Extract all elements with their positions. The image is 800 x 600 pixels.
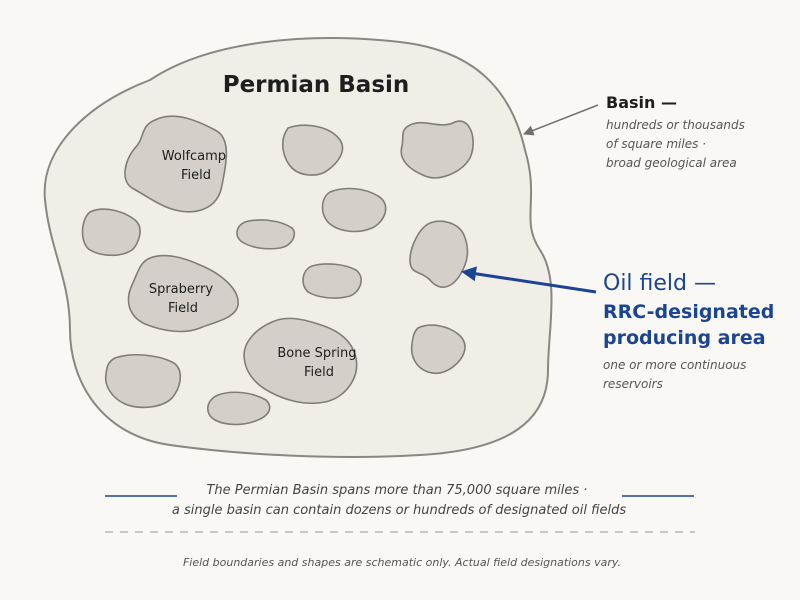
field-blob-9 bbox=[410, 324, 466, 375]
field-blob-8 bbox=[302, 263, 362, 299]
field-label-spraberry: Spraberry Field bbox=[149, 282, 217, 316]
caption: The Permian Basin spans more than 75,000… bbox=[172, 483, 626, 518]
field-label-bone-spring: Bone Spring Field bbox=[277, 346, 360, 380]
field-blob-spraberry bbox=[127, 254, 239, 333]
field-blobs bbox=[81, 115, 474, 426]
field-blob-7 bbox=[409, 220, 469, 288]
field-blob-wolfcamp bbox=[124, 115, 228, 213]
oil-field-annotation-text: one or more continuous reservoirs bbox=[603, 358, 750, 391]
field-blob-5 bbox=[321, 187, 387, 233]
oil-field-pointer-arrow bbox=[461, 266, 597, 294]
field-blob-2 bbox=[281, 124, 344, 176]
field-blob-6 bbox=[236, 219, 296, 250]
basin-title: Permian Basin bbox=[223, 72, 410, 98]
oil-field-subheading: RRC-designated producing area bbox=[603, 301, 781, 349]
field-label-wolfcamp: Wolfcamp Field bbox=[162, 149, 230, 183]
field-blob-bone-spring bbox=[243, 317, 358, 405]
oil-field-heading: Oil field — bbox=[603, 271, 716, 296]
field-blob-4 bbox=[81, 208, 141, 257]
field-blob-11 bbox=[207, 391, 271, 426]
basin-annotation-heading: Basin — bbox=[606, 93, 677, 112]
field-blob-3 bbox=[400, 120, 474, 179]
basin-annotation-text: hundreds or thousands of square miles · … bbox=[606, 118, 749, 170]
basin-pointer-arrow bbox=[523, 104, 599, 136]
field-blob-10 bbox=[104, 353, 182, 409]
footnote: Field boundaries and shapes are schemati… bbox=[183, 556, 621, 569]
